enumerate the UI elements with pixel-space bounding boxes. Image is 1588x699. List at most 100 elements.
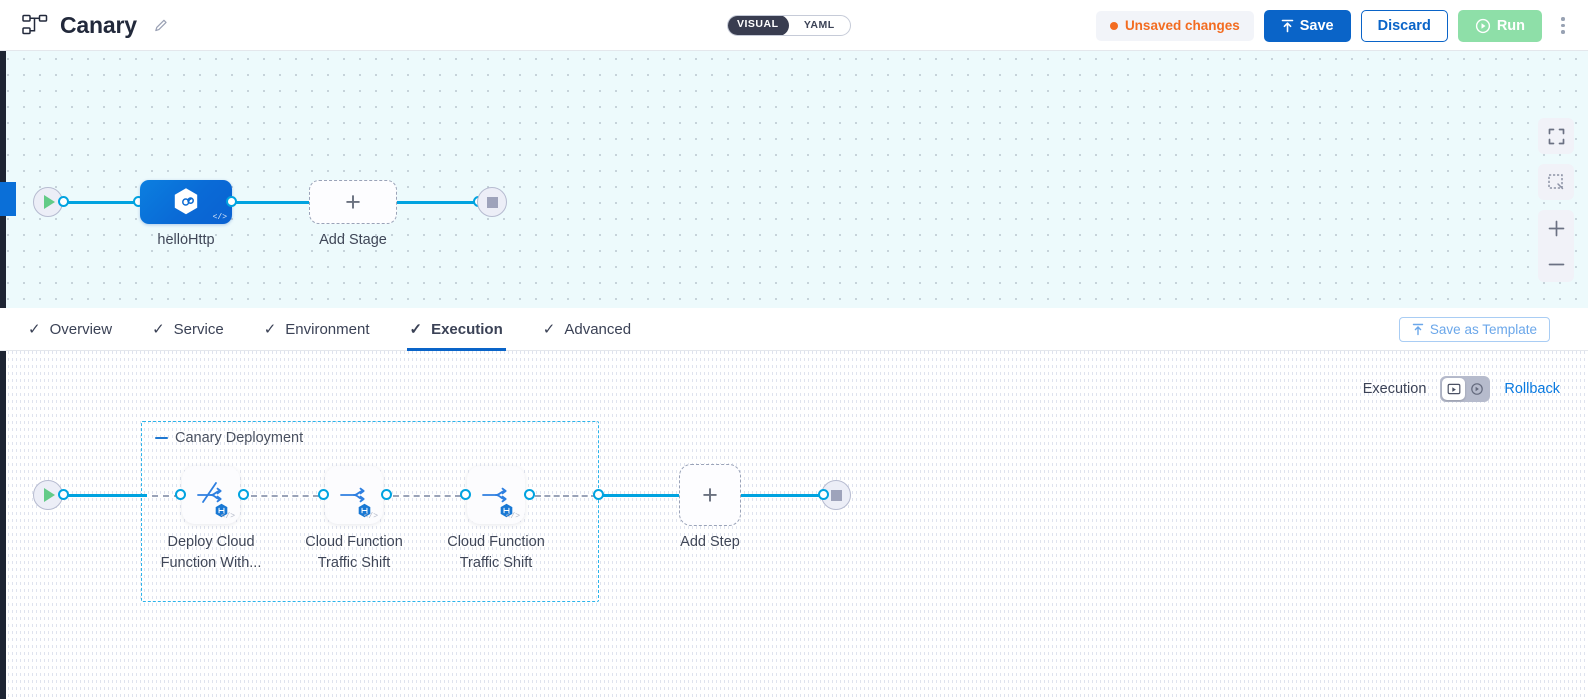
- template-upload-icon: [1412, 323, 1424, 336]
- header-actions: Unsaved changes Save Discard Run: [1095, 0, 1574, 51]
- toggle-execution-view[interactable]: [1442, 378, 1466, 400]
- pencil-icon[interactable]: [153, 17, 170, 34]
- stop-icon: [486, 196, 498, 208]
- zoom-controls: [1538, 210, 1574, 282]
- save-button[interactable]: Save: [1263, 9, 1351, 42]
- fullscreen-icon: [1548, 128, 1564, 144]
- add-step-label: Add Step: [680, 534, 740, 550]
- dashed-square-icon: [1548, 174, 1564, 190]
- check-icon: ✓: [152, 321, 165, 338]
- tab-label: Environment: [285, 320, 370, 338]
- step-label-line2: Traffic Shift: [459, 555, 533, 571]
- tab-visual[interactable]: VISUAL: [728, 16, 789, 35]
- save-as-template-button[interactable]: Save as Template: [1398, 317, 1550, 342]
- add-stage-label: Add Stage: [319, 232, 387, 248]
- save-label: Save: [1299, 17, 1334, 34]
- step-label-line2: Traffic Shift: [317, 555, 391, 571]
- rollback-view-icon: [1471, 383, 1483, 395]
- toggle-rollback-view[interactable]: [1465, 378, 1488, 400]
- traffic-shift-icon: [482, 487, 507, 503]
- end-node[interactable]: [477, 187, 507, 217]
- stage-node-hellohttp[interactable]: </> helloHttp: [140, 180, 232, 248]
- step-node-traffic-shift-1[interactable]: </> Cloud Function Traffic Shift: [305, 466, 403, 571]
- section-tabs: ✓ Overview ✓ Service ✓ Environment ✓ Exe…: [0, 308, 1588, 351]
- tab-service[interactable]: ✓ Service: [152, 308, 224, 351]
- kebab-menu-icon[interactable]: [1552, 10, 1574, 42]
- discard-button[interactable]: Discard: [1360, 9, 1448, 42]
- plus-icon: +: [345, 186, 361, 217]
- tab-environment[interactable]: ✓ Environment: [264, 308, 370, 351]
- step-node-deploy-cloud-function[interactable]: </> Deploy Cloud Function With...: [161, 466, 261, 571]
- left-rail-bottom: [0, 351, 6, 699]
- port-step3-out[interactable]: [524, 489, 535, 500]
- link-group-to-add-step: [600, 494, 680, 497]
- port-start-out[interactable]: [58, 196, 69, 207]
- port-end-in[interactable]: [818, 489, 829, 500]
- link-add-step-to-end: [741, 494, 826, 497]
- port-start-out[interactable]: [58, 489, 69, 500]
- tab-label: Execution: [431, 320, 503, 338]
- code-glyph: </>: [212, 213, 227, 222]
- header-left: Canary: [0, 12, 170, 39]
- unsaved-label: Unsaved changes: [1124, 18, 1240, 33]
- save-as-template-label: Save as Template: [1429, 322, 1537, 337]
- check-icon: ✓: [263, 321, 277, 338]
- code-glyph: </>: [505, 512, 520, 521]
- app-header: Canary VISUAL YAML Unsaved changes Save …: [0, 0, 1588, 51]
- step-label: Cloud Function Traffic Shift: [284, 532, 424, 574]
- tab-label: Advanced: [564, 320, 632, 338]
- step-label: Deploy Cloud Function With...: [141, 532, 281, 574]
- hex-badge-icon: [500, 503, 513, 518]
- add-step-button[interactable]: + Add Step: [679, 464, 741, 550]
- port-step1-in[interactable]: [175, 489, 186, 500]
- stage-label: helloHttp: [157, 232, 215, 248]
- run-button[interactable]: Run: [1457, 9, 1542, 42]
- step-label-line1: Cloud Function: [447, 534, 545, 550]
- code-glyph: </>: [363, 512, 378, 521]
- port-stage-out[interactable]: [226, 196, 237, 207]
- page-title: Canary: [60, 11, 137, 38]
- execution-view-icon: [1447, 383, 1461, 395]
- step-group-canary-deployment[interactable]: Canary Deployment: [141, 421, 599, 602]
- link-step3-to-group-out: [535, 495, 597, 497]
- port-step2-out[interactable]: [381, 489, 392, 500]
- minus-icon: [1548, 263, 1564, 265]
- tab-execution[interactable]: ✓ Execution: [406, 308, 507, 351]
- stop-icon: [830, 489, 842, 501]
- link-start-to-group: [62, 494, 147, 497]
- zoom-in-button[interactable]: [1538, 210, 1574, 246]
- add-stage-button[interactable]: + Add Stage: [309, 180, 397, 248]
- pipeline-stages-canvas[interactable]: </> helloHttp + Add Stage: [0, 51, 1588, 308]
- tab-yaml[interactable]: YAML: [803, 19, 835, 31]
- execution-steps-canvas[interactable]: Execution Rollback Canary Dep: [0, 351, 1588, 699]
- rollback-link[interactable]: Rollback: [1504, 381, 1560, 397]
- check-icon: ✓: [409, 321, 423, 338]
- port-step3-in[interactable]: [460, 489, 471, 500]
- execution-rollback-toggle[interactable]: [1440, 376, 1491, 402]
- step-label-line1: Deploy Cloud: [167, 534, 255, 550]
- select-area-button[interactable]: [1538, 164, 1574, 200]
- step-node-traffic-shift-2[interactable]: </> Cloud Function Traffic Shift: [447, 466, 545, 571]
- port-step2-in[interactable]: [318, 489, 329, 500]
- port-step1-out[interactable]: [238, 489, 249, 500]
- play-icon: [44, 195, 55, 209]
- check-icon: ✓: [28, 321, 41, 338]
- zoom-out-button[interactable]: [1538, 246, 1574, 282]
- left-rail: [0, 51, 6, 308]
- check-icon: ✓: [542, 321, 556, 338]
- hex-badge-icon: [215, 503, 228, 518]
- port-group-out[interactable]: [593, 489, 604, 500]
- link-group-in: [152, 495, 180, 497]
- link-stage-to-add: [225, 201, 320, 204]
- tab-label: Service: [173, 320, 224, 338]
- group-label-text: Canary Deployment: [175, 430, 304, 446]
- link-step2-to-step3: [393, 495, 461, 497]
- plus-icon: [1548, 220, 1564, 236]
- execution-view-controls: Execution Rollback: [1363, 376, 1560, 402]
- view-mode-toggle[interactable]: VISUAL YAML: [727, 15, 851, 36]
- collapse-icon[interactable]: [155, 436, 168, 440]
- step-label: Cloud Function Traffic Shift: [426, 532, 566, 574]
- tab-advanced[interactable]: ✓ Advanced: [543, 308, 631, 351]
- tab-overview[interactable]: ✓ Overview: [28, 308, 112, 351]
- fit-screen-button[interactable]: [1538, 118, 1574, 154]
